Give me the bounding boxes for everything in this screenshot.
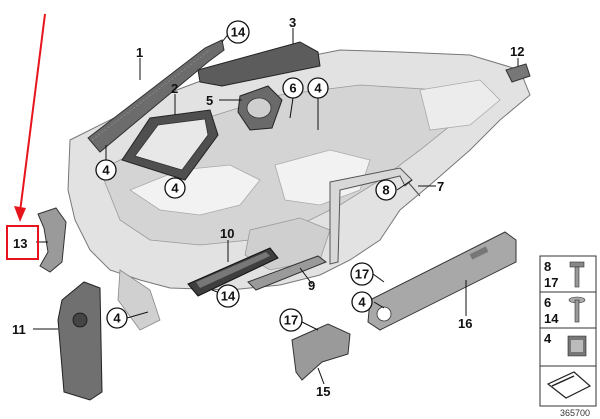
highlight-marker — [6, 13, 46, 260]
screw-washer-icon — [568, 296, 586, 323]
part-11-lower-trim — [57, 281, 103, 401]
legend-row3-a: 4 — [544, 331, 552, 346]
callout-14-bottom: 14 — [216, 284, 240, 308]
legend-row1-b: 17 — [544, 275, 558, 290]
svg-text:4: 4 — [113, 311, 121, 326]
legend-row2-a: 6 — [544, 295, 551, 310]
seal-strip-icon — [546, 371, 592, 399]
svg-text:17: 17 — [284, 313, 298, 328]
callout-13: 13 — [13, 236, 27, 251]
svg-text:14: 14 — [231, 25, 246, 40]
callout-4-bottom-left: 4 — [106, 307, 128, 329]
callout-10: 10 — [220, 226, 234, 241]
svg-text:8: 8 — [382, 183, 389, 198]
callout-9: 9 — [308, 278, 315, 293]
part-15-bracket — [291, 323, 351, 381]
callout-17-bottom: 17 — [279, 308, 303, 332]
legend-row1-a: 8 — [544, 259, 551, 274]
callout-2: 2 — [171, 81, 178, 96]
diagram-number: 365700 — [560, 408, 590, 418]
svg-text:6: 6 — [289, 81, 296, 96]
svg-text:4: 4 — [358, 295, 366, 310]
svg-text:14: 14 — [221, 289, 236, 304]
svg-text:17: 17 — [355, 267, 369, 282]
callout-3: 3 — [289, 15, 296, 30]
part-10-center-panel — [187, 247, 279, 297]
callout-7: 7 — [437, 179, 444, 194]
callout-12: 12 — [510, 44, 524, 59]
callout-14-top: 14 — [226, 20, 250, 44]
part-9-lower-strip — [247, 255, 328, 291]
part-16-trim-panel — [367, 231, 517, 331]
part-12-end-cap — [505, 63, 531, 83]
callout-5: 5 — [206, 93, 213, 108]
dashboard-carrier — [67, 49, 531, 331]
part-8-side-frame — [329, 167, 421, 265]
svg-text:4: 4 — [314, 81, 322, 96]
callout-1: 1 — [136, 45, 143, 60]
callout-15: 15 — [316, 384, 330, 399]
callout-4-center: 4 — [164, 177, 186, 199]
callout-8: 8 — [375, 179, 397, 201]
part-5-bracket — [237, 85, 283, 131]
part-2-display-frame — [121, 109, 219, 181]
callout-17-right: 17 — [350, 262, 374, 286]
callout-4-right: 4 — [351, 291, 373, 313]
callout-11: 11 — [12, 322, 26, 337]
clip-nut-icon — [567, 335, 587, 357]
part-1-trim-strip — [87, 39, 225, 153]
callout-16: 16 — [458, 316, 472, 331]
callout-4-top-right: 4 — [307, 77, 329, 99]
part-13-side-trim — [37, 207, 67, 273]
svg-text:4: 4 — [171, 181, 179, 196]
screw-icon — [569, 261, 585, 288]
fastener-legend: 8 17 6 14 4 — [539, 255, 597, 407]
legend-row2-b: 14 — [544, 311, 559, 326]
callout-6: 6 — [282, 77, 304, 99]
callout-4-left: 4 — [95, 159, 117, 181]
svg-text:4: 4 — [102, 163, 110, 178]
part-3-top-cover — [197, 41, 321, 87]
